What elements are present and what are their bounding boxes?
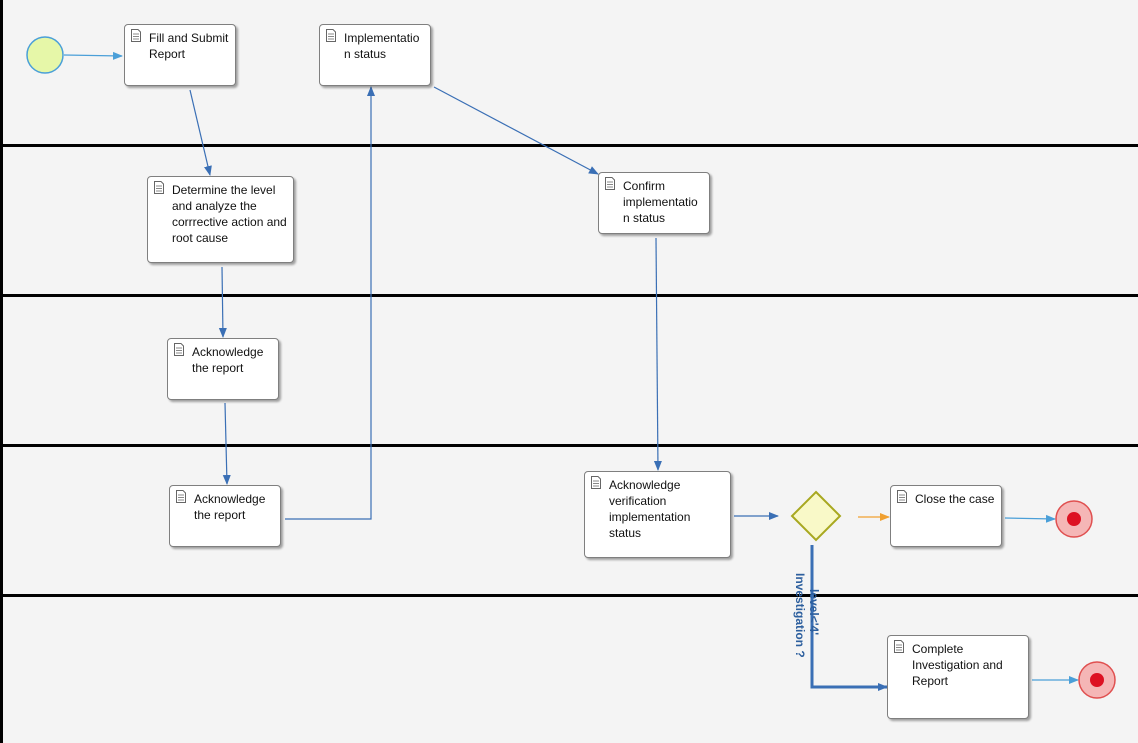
task-acknowledge-report[interactable]: Acknowledge the report — [169, 485, 281, 547]
end-event[interactable] — [1078, 661, 1116, 699]
task-label: Acknowledge verification implementation … — [609, 478, 691, 540]
lane-separator — [0, 444, 1138, 447]
document-icon — [174, 343, 184, 356]
task-label: Acknowledge the report — [194, 492, 266, 522]
lane-separator — [0, 144, 1138, 147]
document-icon — [326, 29, 336, 42]
task-close-case[interactable]: Close the case — [890, 485, 1002, 547]
end-event[interactable] — [1055, 500, 1093, 538]
conditional-flow — [810, 545, 888, 691]
task-label: Acknowledge the report — [192, 345, 264, 375]
gateway-condition-label: level<'4' — [807, 589, 821, 636]
document-icon — [131, 29, 141, 42]
gateway-condition-label: Investigation ? — [793, 573, 807, 658]
task-label: Determine the level and analyze the corr… — [172, 183, 287, 245]
task-label: Confirm implementatio n status — [623, 179, 698, 225]
sequence-flow — [189, 89, 212, 176]
start-event[interactable] — [26, 36, 64, 74]
document-icon — [154, 181, 164, 194]
document-icon — [605, 177, 615, 190]
task-label: Implementatio n status — [344, 31, 420, 61]
sequence-flow — [1004, 514, 1056, 523]
sequence-flow — [653, 237, 662, 471]
task-label: Close the case — [915, 492, 995, 506]
document-icon — [591, 476, 601, 489]
task-fill-submit-report[interactable]: Fill and Submit Report — [124, 24, 236, 86]
document-icon — [176, 490, 186, 503]
exclusive-gateway[interactable] — [790, 490, 842, 542]
task-determine-level[interactable]: Determine the level and analyze the corr… — [147, 176, 294, 263]
task-label: Complete Investigation and Report — [912, 642, 1003, 688]
task-acknowledge-report[interactable]: Acknowledge the report — [167, 338, 279, 400]
document-icon — [897, 490, 907, 503]
lane-separator — [0, 594, 1138, 597]
task-implementation-status[interactable]: Implementatio n status — [319, 24, 431, 86]
sequence-flow — [63, 51, 123, 60]
task-confirm-implementation-status[interactable]: Confirm implementatio n status — [598, 172, 710, 234]
lane-separator — [0, 294, 1138, 297]
task-acknowledge-verification[interactable]: Acknowledge verification implementation … — [584, 471, 731, 558]
task-complete-investigation[interactable]: Complete Investigation and Report — [887, 635, 1029, 719]
sequence-flow — [285, 86, 375, 520]
sequence-flow — [433, 86, 599, 175]
sequence-flow — [218, 266, 227, 338]
document-icon — [894, 640, 904, 653]
task-label: Fill and Submit Report — [149, 31, 229, 61]
sequence-flow — [222, 402, 231, 485]
pool-left-border — [0, 0, 3, 743]
